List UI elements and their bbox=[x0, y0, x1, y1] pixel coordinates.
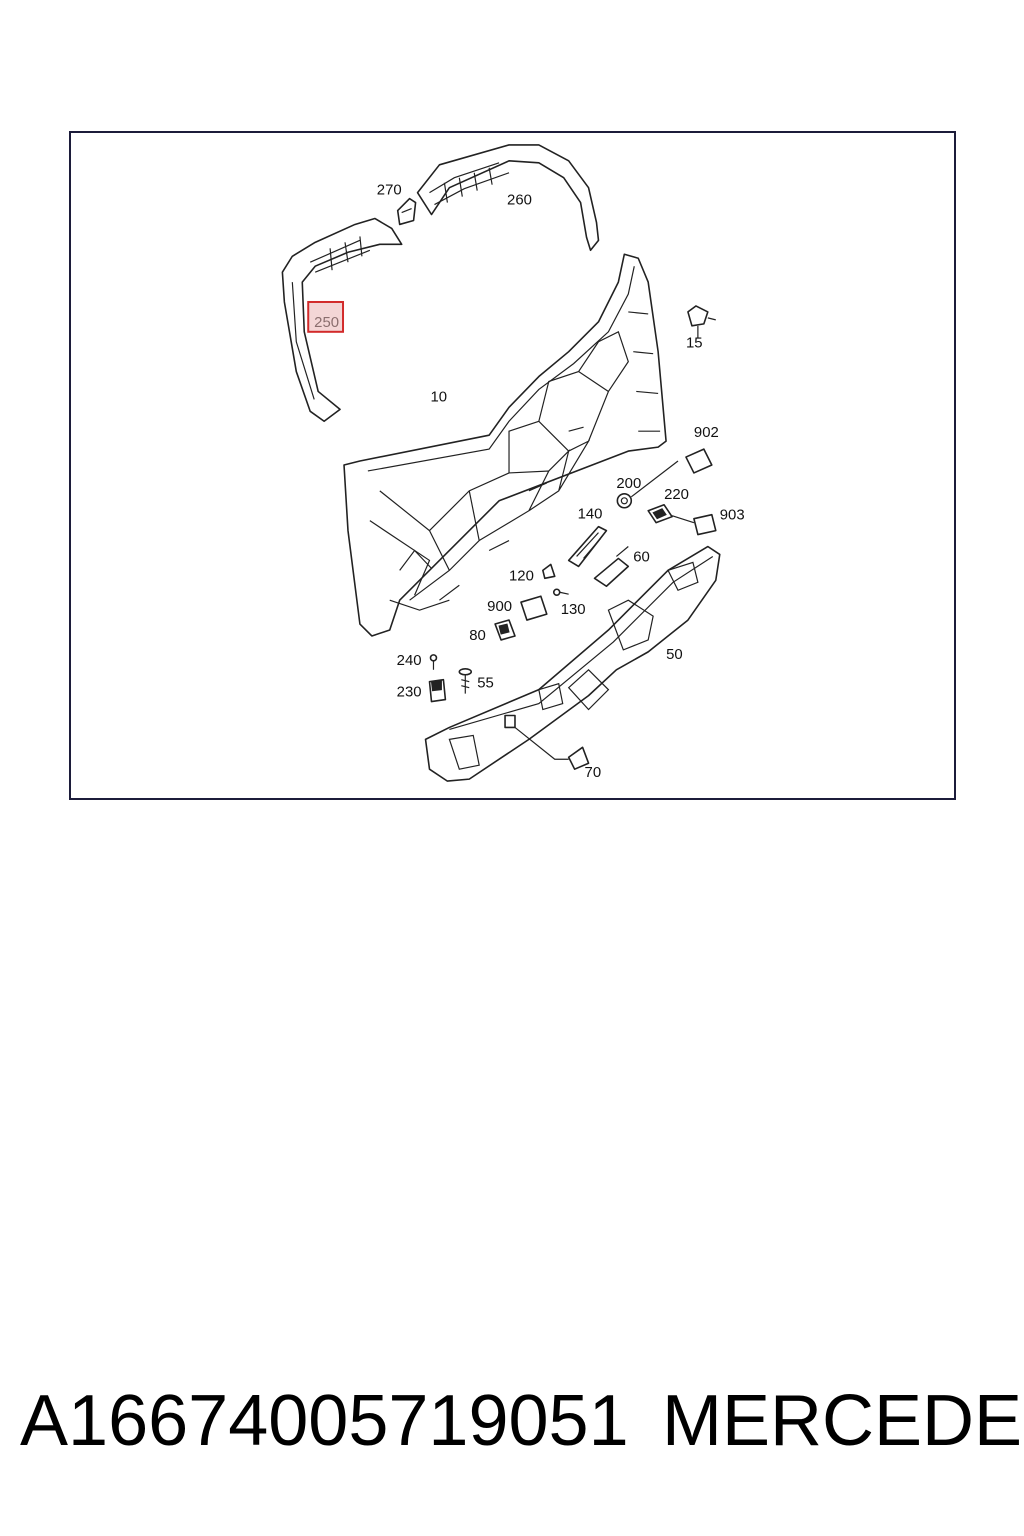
part-80-switch bbox=[494, 619, 516, 641]
callout-902[interactable]: 902 bbox=[694, 425, 719, 441]
callout-200[interactable]: 200 bbox=[616, 476, 641, 492]
callout-120[interactable]: 120 bbox=[509, 568, 534, 584]
callout-250-highlight[interactable]: 250 bbox=[307, 300, 345, 333]
callout-140[interactable]: 140 bbox=[578, 507, 603, 523]
part-50-lower-trim bbox=[424, 545, 721, 782]
part-260-upper-trim bbox=[416, 144, 600, 252]
part-140-handle bbox=[567, 525, 608, 568]
callout-270[interactable]: 270 bbox=[377, 183, 402, 199]
callout-250[interactable]: 250 bbox=[314, 315, 339, 331]
part-900-pad bbox=[520, 595, 548, 621]
callout-130[interactable]: 130 bbox=[561, 602, 586, 618]
part-60-light bbox=[593, 546, 630, 588]
exploded-parts-diagram: 270 260 250 15 10 902 200 220 903 140 60… bbox=[281, 144, 745, 782]
callout-260[interactable]: 260 bbox=[507, 193, 532, 209]
part-15-clip bbox=[687, 305, 716, 338]
callout-15[interactable]: 15 bbox=[686, 336, 703, 352]
callout-80[interactable]: 80 bbox=[469, 628, 486, 644]
footer-caption: A16674005719051 MERCEDES bbox=[0, 1380, 1024, 1470]
callout-70[interactable]: 70 bbox=[585, 765, 602, 781]
part-55-bolt bbox=[458, 667, 473, 694]
callout-903[interactable]: 903 bbox=[720, 508, 745, 524]
part-70-clip bbox=[504, 714, 590, 770]
callout-230[interactable]: 230 bbox=[397, 685, 422, 701]
parts-diagram-frame: 270 260 250 15 10 902 200 220 903 140 60… bbox=[69, 131, 956, 800]
callout-60[interactable]: 60 bbox=[633, 549, 650, 565]
part-number: A16674005719051 bbox=[20, 1381, 629, 1461]
part-902-pad bbox=[685, 448, 713, 474]
callout-220[interactable]: 220 bbox=[664, 487, 689, 503]
part-250-left-trim bbox=[281, 217, 403, 423]
part-230-connector bbox=[428, 678, 447, 703]
part-10-liftgate-panel bbox=[343, 253, 667, 637]
part-120-clip bbox=[542, 563, 556, 580]
callout-50[interactable]: 50 bbox=[666, 647, 683, 663]
part-200-grommet bbox=[616, 460, 679, 509]
callout-900[interactable]: 900 bbox=[487, 599, 512, 615]
brand-name: MERCEDES bbox=[662, 1381, 1024, 1461]
part-270-bracket bbox=[396, 197, 417, 226]
callout-240[interactable]: 240 bbox=[397, 653, 422, 669]
callout-10[interactable]: 10 bbox=[430, 389, 447, 405]
callout-55[interactable]: 55 bbox=[477, 676, 494, 692]
part-220-switch bbox=[647, 503, 673, 524]
part-130-screw bbox=[552, 588, 569, 597]
part-240-screw bbox=[429, 654, 438, 670]
part-903-pad bbox=[671, 513, 717, 536]
